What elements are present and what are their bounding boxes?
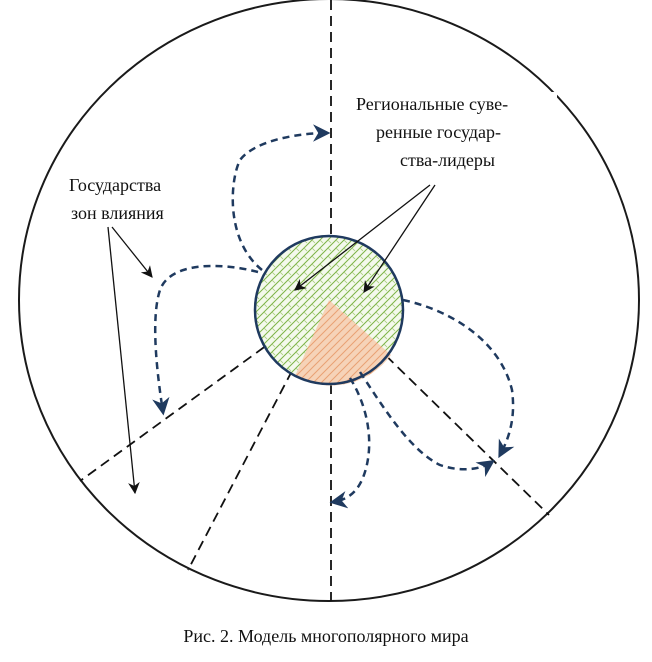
outer-world-circle	[18, 0, 640, 602]
pointer-zones-upper	[111, 226, 153, 278]
influence-arrow-top	[231, 124, 331, 271]
influence-arrows	[152, 124, 515, 509]
influence-arrow-right	[402, 298, 515, 459]
zones-of-influence-label-line2: зон влияния	[71, 203, 164, 223]
leader-states-orange-sector	[295, 300, 391, 386]
pointer-leaders-to-circle	[363, 184, 436, 293]
leader-states-label-line2: ренные государ-	[376, 122, 501, 142]
influence-arrow-bottom	[329, 377, 371, 509]
leader-states-label-line1: Региональные суве-	[356, 94, 508, 114]
influence-arrow-left	[152, 264, 259, 416]
figure-caption: Рис. 2. Модель многополярного мира	[183, 626, 468, 646]
label-pointers	[107, 184, 436, 495]
core-states-circle	[253, 234, 405, 386]
leader-states-label-line3: ства-лидеры	[400, 150, 495, 170]
influence-arrow-bottom-right	[358, 371, 495, 478]
zones-of-influence-label-line1: Государства	[69, 175, 161, 195]
pointer-leaders-to-green	[294, 184, 431, 291]
pointer-zones-lower	[107, 226, 140, 495]
